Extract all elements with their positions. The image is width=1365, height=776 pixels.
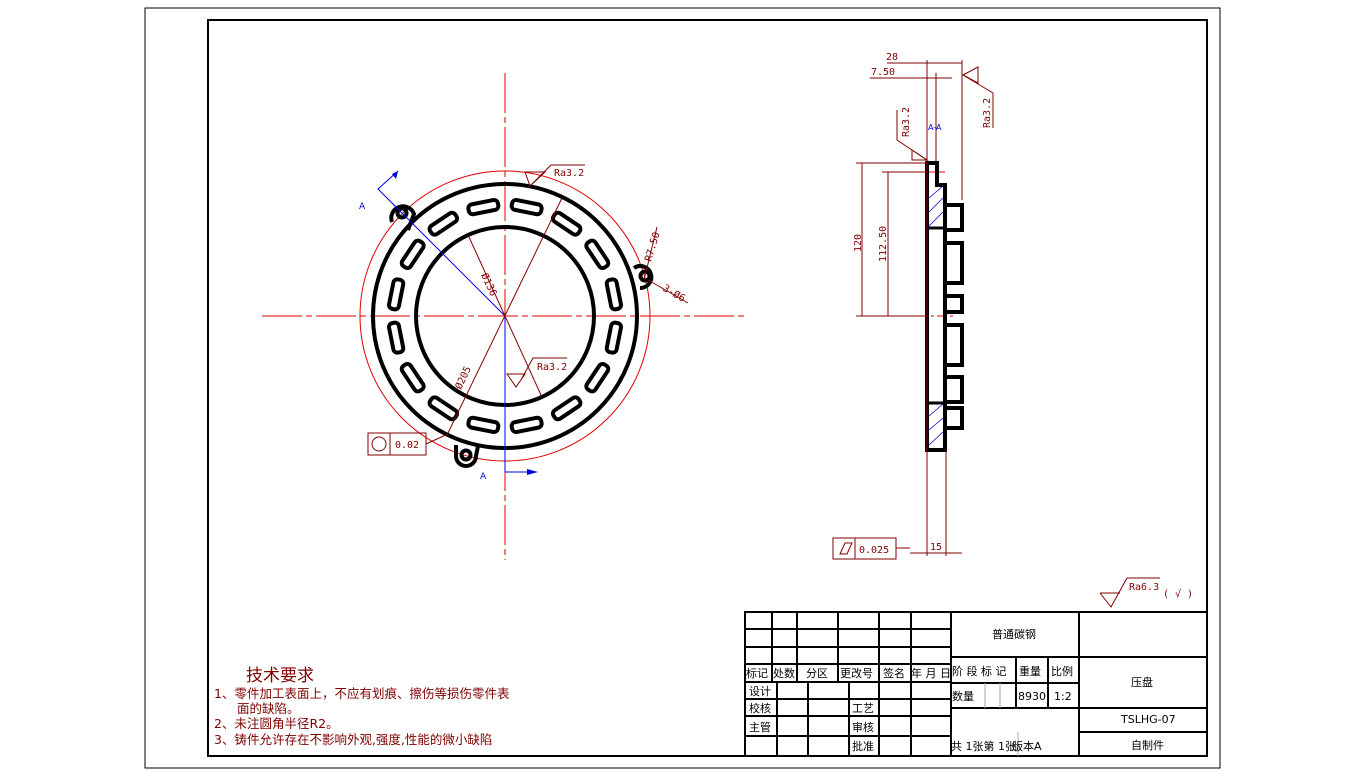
tech-requirements: 技术要求 1、零件加工表面上，不应有划痕、擦伤等损伤零件表 面的缺陷。 2、未注…	[214, 666, 510, 747]
lug-top-left	[389, 204, 417, 231]
section-line-lower	[504, 316, 536, 473]
section-label-a: A	[359, 202, 366, 212]
quantity-label: 数量	[952, 690, 974, 703]
slot	[509, 198, 544, 217]
outer-sheet-border	[144, 7, 1221, 769]
dim-radius-lug: R7.50	[643, 231, 662, 263]
role-check: 校核	[749, 701, 771, 715]
leader-roughness-inner	[521, 357, 567, 379]
section-line	[377, 170, 506, 317]
source: 自制件	[1131, 739, 1164, 752]
roughness-top: Ra3.2	[554, 168, 584, 179]
header-date: 年 月 日	[911, 666, 951, 680]
section-arrow-icon	[527, 469, 538, 475]
role-process: 工艺	[852, 702, 874, 715]
scale-value: 1:2	[1054, 690, 1072, 703]
header-count: 处数	[773, 667, 795, 680]
roughness-right: Ra3.2	[982, 98, 993, 128]
slot	[604, 320, 623, 355]
side-view: 28 7.50 A-A Ra3.2 Ra3.2 120 112.50 15 0.…	[832, 52, 994, 560]
roundness-tolerance-frame: 0.02	[367, 432, 449, 456]
slot	[466, 198, 501, 217]
drawing-frame	[207, 19, 1208, 757]
lug-right	[632, 264, 654, 291]
material: 普通碳钢	[992, 627, 1036, 641]
role-design: 设计	[749, 685, 771, 698]
requirement-3: 3、铸件允许存在不影响外观,强度,性能的微小缺陷	[214, 732, 492, 747]
general-roughness: Ra6.3 ( √ )	[1099, 577, 1193, 608]
role-approve: 批准	[852, 739, 874, 753]
slot	[466, 415, 501, 434]
drawing-number: TSLHG-07	[1120, 713, 1176, 726]
circularity-icon	[371, 436, 387, 452]
roughness-inner: Ra3.2	[537, 362, 567, 373]
requirement-2: 2、未注圆角半径R2。	[214, 716, 339, 731]
slot	[427, 395, 460, 422]
general-roughness-value: Ra6.3	[1129, 582, 1159, 593]
weight-value: 8930	[1018, 690, 1046, 703]
general-roughness-other: ( √ )	[1163, 588, 1193, 600]
scale-label: 比例	[1051, 664, 1073, 678]
leader-holes	[647, 279, 689, 304]
header-signature: 签名	[883, 666, 905, 680]
slot	[399, 238, 426, 271]
slot	[584, 238, 611, 271]
slot	[427, 210, 460, 237]
part-name: 压盘	[1131, 675, 1153, 689]
dim-112-50: 112.50	[878, 226, 889, 262]
front-view: A A Ø136 Ø205 Ra3.2 Ra3.2 R7.50 3-Ø6 0.0…	[262, 73, 748, 560]
flatness-tolerance-frame: 0.025	[832, 537, 910, 560]
section-label-a: A	[480, 472, 487, 482]
section-arrow-icon	[392, 171, 398, 179]
header-mark: 标记	[746, 666, 768, 680]
slot	[550, 395, 583, 422]
roughness-left: Ra3.2	[901, 107, 912, 137]
leader-r750	[643, 226, 658, 281]
stage-mark: 阶 段 标 记	[952, 664, 1007, 678]
dim-120: 120	[853, 234, 864, 252]
slot	[509, 415, 544, 434]
side-teeth	[943, 203, 964, 430]
header-change-no: 更改号	[840, 666, 873, 680]
dim-7-50: 7.50	[871, 67, 895, 78]
plate-body	[925, 161, 947, 452]
dim-holes: 3-Ø6	[661, 282, 688, 304]
slot	[604, 277, 623, 312]
hatching	[928, 185, 944, 446]
title-block: 标记 处数 分区 更改号 签名 年 月 日 设计 校核 主管 工艺 审核 批准 …	[744, 611, 1208, 757]
dim-diameter-136: Ø136	[478, 271, 499, 298]
slot	[387, 277, 406, 312]
requirement-1: 1、零件加工表面上，不应有划痕、擦伤等损伤零件表	[214, 686, 510, 701]
slot	[550, 210, 583, 237]
dim-line-136	[468, 236, 542, 396]
tech-requirements-title: 技术要求	[246, 666, 314, 686]
weight-label: 重量	[1019, 664, 1041, 678]
section-title: A-A	[928, 123, 942, 132]
sheet-count: 共 1张第 1张	[951, 739, 1016, 753]
role-review: 审核	[852, 720, 874, 734]
requirement-1-cont: 面的缺陷。	[237, 701, 300, 716]
slot	[399, 361, 426, 394]
slot	[387, 320, 406, 355]
roundness-value: 0.02	[395, 440, 419, 451]
dim-28: 28	[886, 52, 898, 63]
header-zone: 分区	[806, 667, 828, 680]
dim-15: 15	[930, 542, 942, 553]
role-supervisor: 主管	[749, 720, 771, 734]
slot	[584, 361, 611, 394]
flatness-value: 0.025	[859, 545, 889, 556]
flatness-icon	[839, 542, 853, 555]
lug-bottom	[454, 445, 480, 468]
version: 版本A	[1012, 739, 1042, 753]
